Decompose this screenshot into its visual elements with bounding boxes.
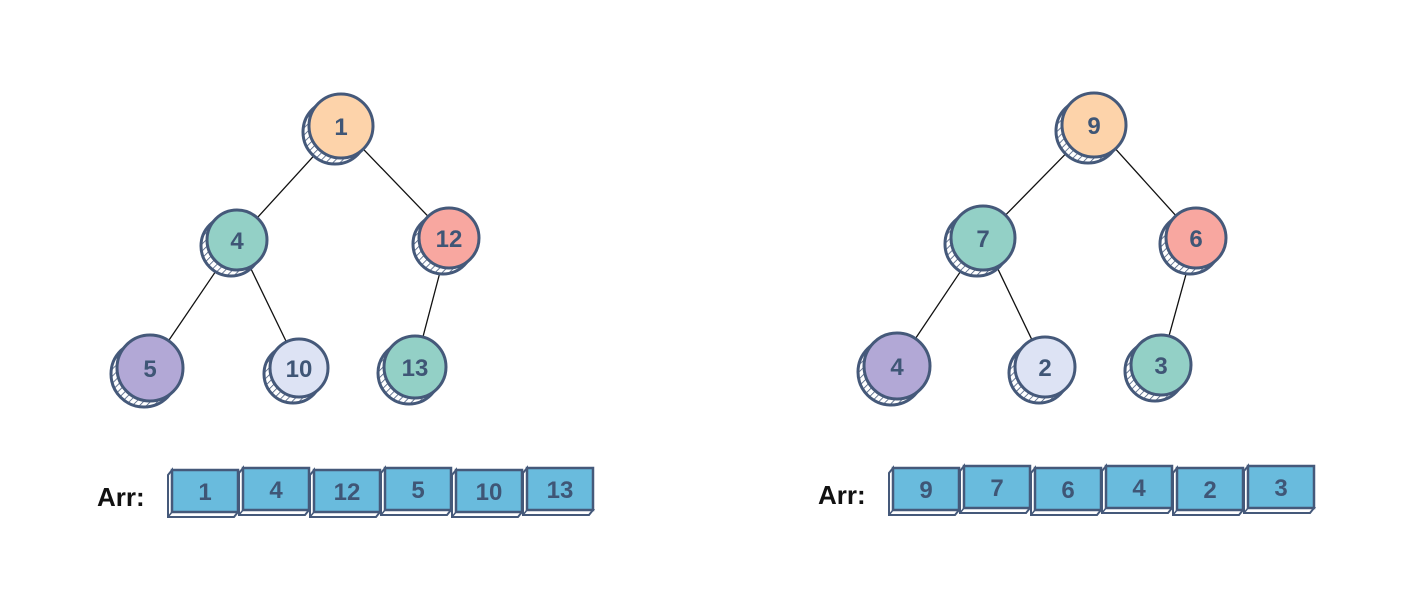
tree-node: 9 (1054, 91, 1128, 165)
node-label: 4 (230, 228, 244, 255)
tree-edges (168, 148, 442, 343)
tree-node: 1 (301, 92, 375, 166)
cell-value: 10 (476, 479, 503, 506)
tree-node: 3 (1123, 333, 1193, 403)
tree-edge (914, 264, 966, 339)
node-label: 7 (976, 226, 989, 253)
tree-edge (1004, 147, 1073, 216)
cell-value: 7 (990, 475, 1003, 502)
node-label: 6 (1189, 226, 1202, 253)
tree-node: 4 (199, 208, 269, 278)
cell-value: 4 (1132, 475, 1146, 502)
tree-node: 13 (376, 334, 448, 406)
node-circle (1129, 333, 1193, 397)
tree-edge (996, 266, 1033, 341)
cell-face (525, 466, 595, 512)
array-cell: 4 (1101, 463, 1175, 514)
cell-value: 9 (919, 477, 932, 504)
array-label: Arr: (818, 480, 866, 510)
tree-edge (168, 264, 221, 342)
node-label: 10 (286, 356, 313, 383)
tree-node: 12 (411, 206, 481, 276)
tree-node: 7 (943, 204, 1017, 278)
node-label: 4 (890, 354, 904, 381)
cell-value: 6 (1061, 477, 1074, 504)
cell-face (241, 466, 311, 512)
tree-edges (914, 147, 1189, 341)
array-cell: 10 (451, 467, 525, 518)
cell-face (1246, 464, 1316, 510)
array-cell: 2 (1172, 465, 1246, 516)
node-circle (307, 92, 375, 160)
node-label: 9 (1087, 113, 1100, 140)
array-cell: 4 (238, 465, 312, 516)
tree-node: 2 (1007, 335, 1077, 405)
node-circle (1013, 335, 1077, 399)
cell-face (454, 468, 524, 514)
node-label: 1 (334, 114, 347, 141)
cell-face (170, 468, 240, 514)
cell-value: 12 (334, 479, 361, 506)
node-circle (417, 206, 481, 270)
node-circle (115, 333, 185, 403)
node-label: 5 (143, 356, 156, 383)
node-circle (949, 204, 1017, 272)
tree-edge (249, 266, 287, 343)
cell-value: 4 (269, 477, 283, 504)
cell-value: 3 (1274, 475, 1287, 502)
cell-value: 2 (1203, 477, 1216, 504)
cell-face (891, 466, 961, 512)
array-cell: 1 (167, 467, 241, 518)
cell-face (1104, 464, 1174, 510)
tree-node: 10 (262, 337, 330, 405)
array: 9 7 6 4 2 3 (888, 463, 1317, 516)
array-cell: 12 (309, 467, 383, 518)
node-circle (1060, 91, 1128, 159)
tree-edge (362, 148, 429, 217)
array-cell: 13 (522, 465, 596, 516)
array: 1 4 12 5 10 13 (167, 465, 596, 518)
node-label: 3 (1154, 353, 1167, 380)
cell-value: 13 (547, 477, 574, 504)
tree-edge (256, 149, 320, 219)
array-cell: 3 (1243, 463, 1317, 514)
node-circle (1164, 206, 1228, 270)
array-cell: 7 (959, 463, 1033, 514)
node-label: 2 (1038, 355, 1051, 382)
tree-node: 6 (1158, 206, 1228, 276)
tree-edge (1168, 266, 1189, 337)
node-circle (382, 334, 448, 400)
array-cell: 9 (888, 465, 962, 516)
cell-value: 1 (198, 479, 211, 506)
node-label: 12 (436, 226, 463, 253)
cell-value: 5 (411, 477, 424, 504)
array-cell: 5 (380, 465, 454, 516)
node-circle (268, 337, 330, 399)
node-circle (205, 208, 269, 272)
node-circle (862, 331, 932, 401)
tree-edge (422, 266, 442, 338)
cell-face (1033, 466, 1103, 512)
array-cell: 6 (1030, 465, 1104, 516)
tree-node: 5 (109, 333, 185, 409)
array-label: Arr: (97, 482, 145, 512)
tree-edge (1114, 148, 1177, 217)
node-label: 13 (402, 355, 429, 382)
tree-node: 4 (856, 331, 932, 407)
